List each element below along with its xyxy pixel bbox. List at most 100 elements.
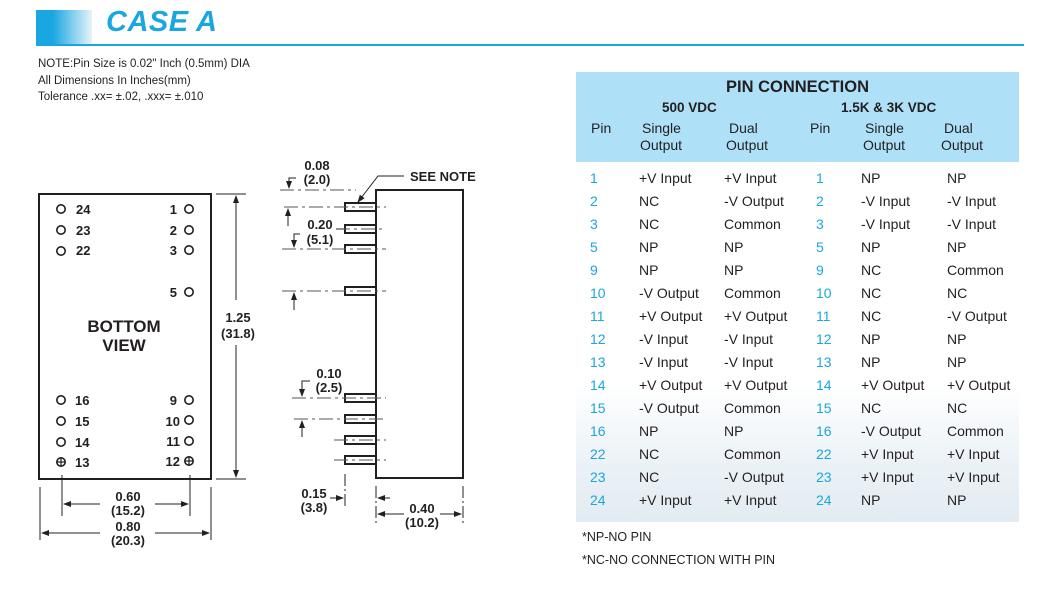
pin-label: 3 bbox=[170, 243, 177, 258]
depth-dim-mm: (10.2) bbox=[405, 515, 439, 530]
pin-marker-24 bbox=[55, 204, 66, 215]
cell-single-output-b: NC bbox=[861, 262, 882, 278]
cell-dual-output-a: -V Input bbox=[724, 354, 774, 370]
note-tolerance: Tolerance .xx= ±.02, .xxx= ±.010 bbox=[38, 91, 204, 103]
pin-marker-12-keyed bbox=[184, 455, 195, 466]
pin-marker-1 bbox=[184, 204, 195, 215]
header-rule bbox=[36, 44, 1024, 46]
cell-dual-output-a: Common bbox=[724, 285, 781, 301]
bottom-view-outline bbox=[38, 193, 212, 480]
top-offset-dim-mm: (2.0) bbox=[304, 172, 331, 187]
cell-single-output-b: NP bbox=[861, 170, 881, 186]
table-row: 16 NP NP 16 -V Output Common bbox=[576, 423, 1019, 446]
cell-single-output-a: NP bbox=[639, 239, 659, 255]
cell-dual-output-a: NP bbox=[724, 239, 744, 255]
see-note-label: SEE NOTE bbox=[410, 169, 476, 184]
cell-pin-a: 22 bbox=[590, 446, 606, 462]
cell-pin-a: 15 bbox=[590, 400, 606, 416]
cell-single-output-b: NC bbox=[861, 308, 882, 324]
cell-dual-output-b: NP bbox=[947, 354, 967, 370]
cell-pin-a: 16 bbox=[590, 423, 606, 439]
pin-marker-16 bbox=[55, 394, 66, 405]
cell-single-output-b: NP bbox=[861, 331, 881, 347]
pitch-bottom-dim-inch: 0.10 bbox=[316, 366, 341, 381]
mechanical-drawing: 24 23 22 16 15 14 13 1 2 3 5 9 10 11 12 bbox=[38, 158, 476, 548]
cell-dual-output-a: +V Output bbox=[724, 377, 788, 393]
cell-dual-output-b: -V Output bbox=[947, 308, 1007, 324]
cell-pin-a: 10 bbox=[590, 285, 606, 301]
pin-marker-15 bbox=[55, 415, 66, 426]
cell-pin-b: 22 bbox=[816, 446, 832, 462]
pin-marker-3 bbox=[184, 245, 195, 256]
dimension-notes: NOTE:Pin Size is 0.02" Inch (0.5mm) DIA … bbox=[38, 56, 250, 106]
cell-single-output-b: NC bbox=[861, 400, 882, 416]
cell-dual-output-b: -V Input bbox=[947, 216, 997, 232]
cell-pin-b: 14 bbox=[816, 377, 832, 393]
group-500vdc: 500 VDC bbox=[662, 100, 717, 115]
pin-marker-13-keyed bbox=[55, 456, 66, 467]
cell-dual-output-b: NP bbox=[947, 239, 967, 255]
cell-single-output-b: -V Input bbox=[861, 216, 911, 232]
cell-pin-b: 12 bbox=[816, 331, 832, 347]
cell-single-output-a: -V Output bbox=[639, 400, 699, 416]
cell-pin-b: 15 bbox=[816, 400, 832, 416]
cell-single-output-b: -V Output bbox=[861, 423, 921, 439]
pin-marker-22 bbox=[55, 246, 66, 257]
cell-single-output-b: NP bbox=[861, 239, 881, 255]
pin-marker-23 bbox=[55, 225, 66, 236]
cell-pin-a: 1 bbox=[590, 170, 598, 186]
pin-connection-header: PIN CONNECTION 500 VDC 1.5K & 3K VDC Pin… bbox=[576, 72, 1019, 162]
cell-dual-output-b: NC bbox=[947, 285, 968, 301]
cell-dual-output-a: -V Input bbox=[724, 331, 774, 347]
pin-label: 16 bbox=[75, 393, 89, 408]
cell-pin-b: 2 bbox=[816, 193, 824, 209]
col-header-pin-b: Pin bbox=[810, 120, 831, 136]
cell-single-output-a: NP bbox=[639, 423, 659, 439]
cell-pin-a: 13 bbox=[590, 354, 606, 370]
cell-pin-a: 12 bbox=[590, 331, 606, 347]
cell-dual-output-b: Common bbox=[947, 423, 1004, 439]
pin-label: 10 bbox=[166, 414, 180, 429]
cell-single-output-a: -V Input bbox=[639, 331, 689, 347]
width-dimension: 0.80 (20.3) bbox=[39, 487, 212, 548]
cell-single-output-b: NP bbox=[861, 492, 881, 508]
pin-label: 13 bbox=[75, 455, 89, 470]
pin-connection-title: PIN CONNECTION bbox=[725, 78, 869, 96]
cell-pin-a: 24 bbox=[590, 492, 606, 508]
cell-dual-output-a: +V Output bbox=[724, 308, 788, 324]
cell-pin-a: 5 bbox=[590, 239, 598, 255]
cell-pin-b: 24 bbox=[816, 492, 832, 508]
pin-marker-5 bbox=[184, 286, 195, 297]
cell-dual-output-a: NP bbox=[724, 423, 744, 439]
cell-dual-output-b: NP bbox=[947, 492, 967, 508]
cell-dual-output-a: +V Input bbox=[724, 170, 777, 186]
cell-dual-output-a: Common bbox=[724, 446, 781, 462]
cell-pin-a: 9 bbox=[590, 262, 598, 278]
page-title: CASE A bbox=[106, 6, 218, 38]
pitch-top-dim-mm: (5.1) bbox=[307, 232, 334, 247]
cell-dual-output-b: NP bbox=[947, 331, 967, 347]
width-dim-inch: 0.80 bbox=[115, 519, 140, 534]
pin-label: 23 bbox=[76, 223, 90, 238]
pin-centerlines bbox=[280, 189, 386, 461]
pin-span-dimension: 0.60 (15.2) bbox=[61, 475, 191, 518]
cell-pin-b: 16 bbox=[816, 423, 832, 439]
pitch-top-dim-inch: 0.20 bbox=[307, 217, 332, 232]
width-dim-mm: (20.3) bbox=[111, 533, 145, 548]
pin-marker-11 bbox=[184, 435, 195, 446]
pin-label: 15 bbox=[75, 414, 89, 429]
group-hv-vdc: 1.5K & 3K VDC bbox=[841, 100, 937, 115]
cell-pin-b: 10 bbox=[816, 285, 832, 301]
pin-label: 12 bbox=[166, 454, 180, 469]
pin-length-dim-mm: (3.8) bbox=[301, 500, 328, 515]
top-offset-dim-inch: 0.08 bbox=[304, 158, 329, 173]
pin-span-dim-inch: 0.60 bbox=[115, 489, 140, 504]
